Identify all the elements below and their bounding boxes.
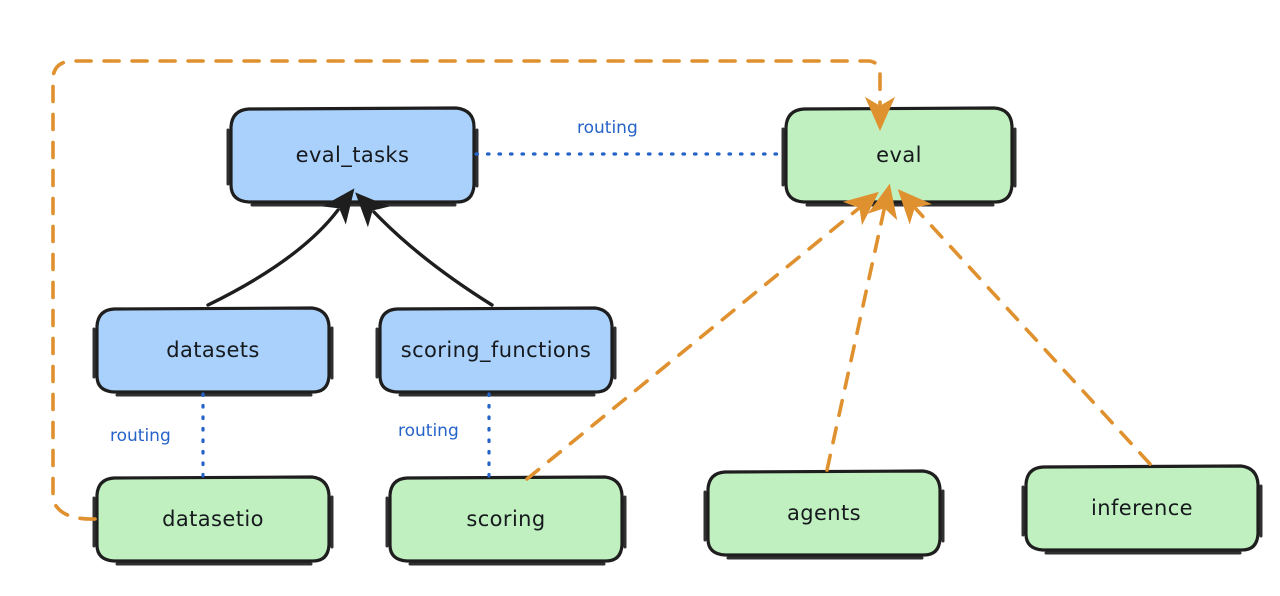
node-shape-eval (784, 106, 1014, 204)
node-shape-eval_tasks (229, 106, 476, 204)
edge-label-routing-datasets-datasetio: routing (110, 426, 171, 446)
node-shape-scoring_functions (378, 306, 614, 394)
node-label-agents: agents (786, 501, 861, 525)
node-agents[interactable]: agents (708, 471, 940, 555)
node-label-scoring_functions: scoring_functions (400, 338, 592, 362)
edge-datasets-to-eval_tasks (206, 188, 355, 307)
node-eval[interactable]: eval (786, 108, 1012, 202)
node-datasetio[interactable]: datasetio (97, 477, 329, 561)
node-inference[interactable]: inference (1026, 466, 1258, 550)
node-shape-inference (1024, 464, 1260, 552)
edges (51, 59, 1152, 521)
edge-label-routing-scoring_functions-scoring: routing (398, 421, 459, 441)
node-shape-datasetio (95, 475, 331, 563)
node-eval_tasks[interactable]: eval_tasks (231, 108, 474, 202)
node-label-eval: eval (876, 143, 922, 167)
node-shape-scoring (388, 475, 624, 563)
edge-scoring_functions-to-eval_tasks (355, 192, 494, 307)
edge-inference-to-eval (897, 189, 1152, 466)
node-shape-agents (706, 469, 942, 557)
node-outlines (92, 106, 1263, 566)
node-label-scoring: scoring (466, 507, 546, 531)
node-label-inference: inference (1091, 496, 1193, 520)
edge-datasetio-to-eval (51, 59, 896, 521)
node-scoring[interactable]: scoring (390, 477, 622, 561)
node-label-datasets: datasets (166, 338, 260, 362)
edge-label-routing-eval_tasks-eval: routing (577, 118, 638, 138)
node-scoring_functions[interactable]: scoring_functions (380, 308, 612, 392)
node-shape-datasets (95, 306, 331, 394)
edge-scoring-to-eval (525, 191, 879, 481)
node-datasets[interactable]: datasets (97, 308, 329, 392)
node-label-datasetio: datasetio (162, 507, 264, 531)
edge-agents-to-eval (825, 183, 898, 472)
node-label-eval_tasks: eval_tasks (295, 143, 410, 167)
